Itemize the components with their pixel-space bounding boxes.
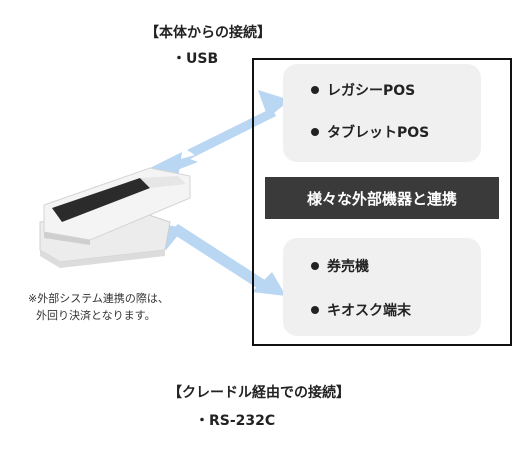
usb-connection-item: ・USB: [172, 51, 219, 67]
lower-device-panel: 券売機 キオスク端末: [283, 238, 481, 336]
bullet-icon: [311, 306, 319, 314]
list-item: レガシーPOS: [311, 80, 415, 100]
upper-device-panel: レガシーPOS タブレットPOS: [283, 64, 481, 162]
usb-connection-arrow: [150, 90, 290, 178]
bullet-icon: [311, 128, 319, 136]
bullet-icon: [311, 262, 319, 270]
payment-terminal-illustration: [39, 167, 191, 268]
list-item: キオスク端末: [311, 300, 411, 320]
list-item: タブレットPOS: [311, 122, 429, 142]
device-label-legacy-pos: レガシーPOS: [327, 83, 416, 99]
note-line-2: 外回り決済となります。: [36, 309, 156, 322]
bullet-icon: [311, 86, 319, 94]
list-item: 券売機: [311, 256, 369, 276]
device-label-tablet-pos: タブレットPOS: [327, 125, 430, 141]
note-line-1: ※外部システム連携の際は、: [28, 292, 169, 305]
cradle-connection-title: 【クレードル経由での接続】: [168, 385, 350, 401]
external-devices-frame: [252, 58, 512, 346]
device-label-ticket-machine: 券売機: [327, 259, 369, 275]
cradle-connection-item: ・RS-232C: [195, 413, 276, 429]
external-devices-banner: 様々な外部機器と連携: [265, 177, 499, 219]
device-label-kiosk-terminal: キオスク端末: [327, 303, 411, 319]
usb-connection-title: 【本体からの接続】: [145, 25, 271, 41]
